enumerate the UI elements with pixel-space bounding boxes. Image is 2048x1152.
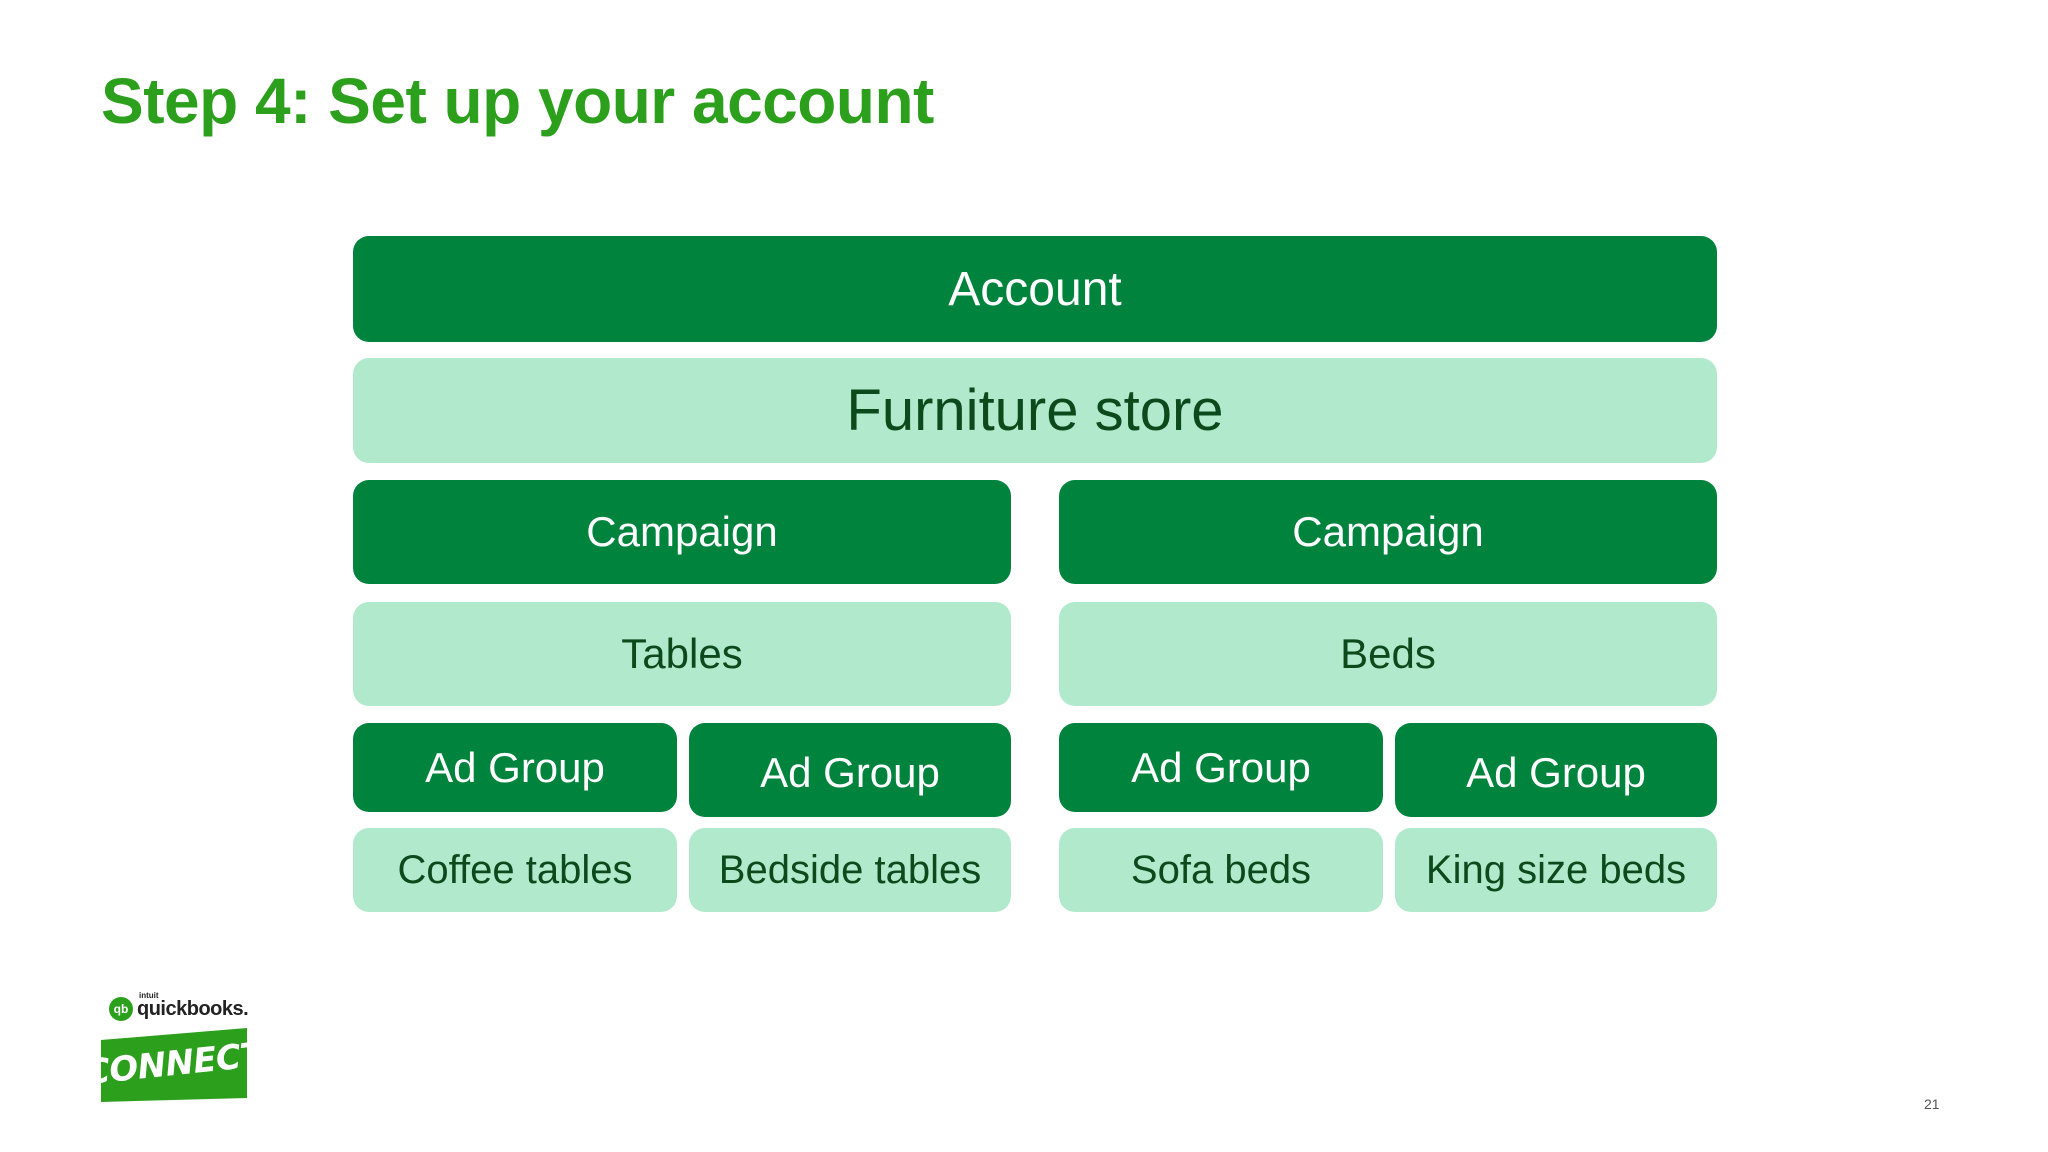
account-header-box: Account <box>353 236 1717 342</box>
campaign-name-box-beds: Beds <box>1059 602 1717 706</box>
campaign-name-label: Beds <box>1340 630 1436 677</box>
quickbooks-wordmark: qb intuit quickbooks. <box>109 991 249 1024</box>
ad-group-header-label: Ad Group <box>1466 749 1646 796</box>
ad-group-name-box-sofa-beds: Sofa beds <box>1059 828 1383 912</box>
campaign-header-box-beds: Campaign <box>1059 480 1717 584</box>
ad-group-header-box-king-size-beds: Ad Group <box>1395 723 1717 817</box>
connect-banner: CONNECT <box>83 1026 265 1102</box>
slide-title: Step 4: Set up your account <box>101 65 934 137</box>
account-name-box: Furniture store <box>353 358 1717 463</box>
quickbooks-logo-icon: qb <box>109 997 133 1021</box>
connect-banner-shape <box>101 1028 247 1102</box>
ad-group-name-label: Bedside tables <box>718 847 982 892</box>
ad-group-name-label: Sofa beds <box>1130 847 1312 892</box>
page-number: 21 <box>1924 1096 1940 1112</box>
campaign-header-box-tables: Campaign <box>353 480 1011 584</box>
campaign-header-label: Campaign <box>1292 508 1484 555</box>
campaign-name-label: Tables <box>621 630 743 677</box>
ad-group-header-label: Ad Group <box>1131 743 1311 791</box>
account-name-label: Furniture store <box>846 378 1224 443</box>
ad-group-header-box-bedside-tables: Ad Group <box>689 723 1011 817</box>
connect-label: CONNECT <box>83 1034 265 1094</box>
ad-group-name-box-king-size-beds: King size beds <box>1395 828 1717 912</box>
ad-group-header-label: Ad Group <box>425 743 605 791</box>
ad-group-name-box-coffee-tables: Coffee tables <box>353 828 677 912</box>
intuit-label: intuit <box>139 991 159 1000</box>
ad-group-header-label: Ad Group <box>760 749 940 796</box>
ad-group-header-box-coffee-tables: Ad Group <box>353 723 677 812</box>
ad-group-header-box-sofa-beds: Ad Group <box>1059 723 1383 812</box>
ad-group-name-box-bedside-tables: Bedside tables <box>689 828 1011 912</box>
account-header-label: Account <box>948 262 1122 316</box>
quickbooks-connect-logo: qb intuit quickbooks. CONNECT <box>83 991 265 1102</box>
quickbooks-label: quickbooks. <box>137 998 249 1020</box>
ad-group-name-label: King size beds <box>1425 847 1687 892</box>
ad-group-name-label: Coffee tables <box>397 847 633 892</box>
campaign-name-box-tables: Tables <box>353 602 1011 706</box>
campaign-header-label: Campaign <box>586 508 778 555</box>
